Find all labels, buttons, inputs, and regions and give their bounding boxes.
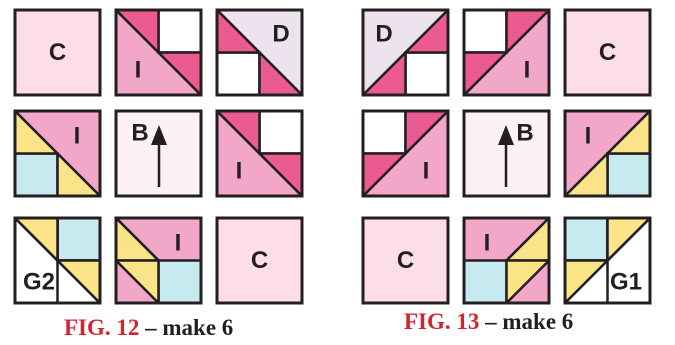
block-outline bbox=[215, 216, 304, 305]
block-outline bbox=[462, 109, 551, 198]
block-outline bbox=[563, 109, 652, 198]
block-label: I bbox=[423, 158, 430, 185]
quilt-block-d_block: D bbox=[361, 8, 450, 97]
quilt-block-i_yellow: I bbox=[563, 109, 652, 198]
block-label: G2 bbox=[23, 269, 55, 296]
light-blue-square bbox=[563, 216, 609, 262]
white-square bbox=[258, 109, 304, 155]
quilt-block-arrow: B bbox=[114, 109, 203, 198]
quilt-block-solid: C bbox=[563, 8, 652, 97]
quilt-block-d_block: D bbox=[215, 8, 304, 97]
white-square bbox=[404, 51, 450, 97]
light-blue-square bbox=[606, 152, 652, 198]
fig12-block-grid: C I D I B I G2 I C bbox=[13, 8, 304, 305]
quilt-block-i_yellow_b: I bbox=[114, 216, 203, 305]
fig-13-caption: FIG. 13 – make 6 bbox=[404, 309, 573, 335]
white-square bbox=[215, 51, 261, 97]
fig-13-instruction: – make 6 bbox=[479, 309, 574, 334]
block-outline bbox=[13, 109, 102, 198]
fig-12-caption: FIG. 12 – make 6 bbox=[64, 315, 233, 341]
block-outline bbox=[114, 109, 203, 198]
fig-13-number: FIG. 13 bbox=[404, 309, 480, 334]
block-label: I bbox=[585, 123, 592, 150]
block-label: I bbox=[74, 123, 81, 150]
arrow-up-icon bbox=[151, 125, 167, 145]
block-label: C bbox=[397, 247, 414, 274]
block-label: I bbox=[135, 57, 142, 84]
fig13-block-grid: D I C I B I C I G1 bbox=[361, 8, 652, 305]
quilt-block-i_yellow: I bbox=[13, 109, 102, 198]
block-outline bbox=[361, 8, 450, 97]
block-label: D bbox=[375, 21, 392, 48]
block-outline bbox=[114, 8, 203, 97]
solid-square bbox=[563, 8, 652, 97]
block-outline bbox=[361, 109, 450, 198]
fig-12-number: FIG. 12 bbox=[64, 315, 140, 340]
quilt-block-solid: C bbox=[13, 8, 102, 97]
block-label: I bbox=[484, 230, 491, 257]
block-label: G1 bbox=[610, 269, 642, 296]
yellow-triangle bbox=[114, 259, 160, 305]
block-label: I bbox=[524, 57, 531, 84]
fig-12-instruction: – make 6 bbox=[139, 315, 234, 340]
quilt-block-solid: C bbox=[361, 216, 450, 305]
quilt-block-arrow: B bbox=[462, 109, 551, 198]
block-label: C bbox=[251, 247, 268, 274]
light-blue-square bbox=[56, 216, 102, 262]
light-blue-square bbox=[13, 152, 59, 198]
block-outline bbox=[563, 216, 652, 305]
block-label: B bbox=[131, 120, 148, 147]
block-outline bbox=[563, 8, 652, 97]
block-outline bbox=[215, 109, 304, 198]
arrow-up-icon bbox=[498, 125, 514, 145]
light-blue-square bbox=[157, 259, 203, 305]
block-label: C bbox=[49, 39, 66, 66]
quilt-block-i_pink: I bbox=[114, 8, 203, 97]
quilt-block-i_pink: I bbox=[462, 8, 551, 97]
quilt-block-solid: C bbox=[215, 216, 304, 305]
light-blue-square bbox=[462, 259, 508, 305]
block-outline bbox=[215, 8, 304, 97]
quilt-block-i_pink: I bbox=[215, 109, 304, 198]
quilt-block-g_block: G2 bbox=[13, 216, 102, 305]
block-outline bbox=[114, 216, 203, 305]
block-outline bbox=[462, 216, 551, 305]
white-square bbox=[361, 109, 407, 155]
block-label: I bbox=[236, 158, 243, 185]
white-square bbox=[462, 8, 508, 54]
block-label: C bbox=[599, 39, 616, 66]
block-outline bbox=[13, 216, 102, 305]
white-square bbox=[157, 8, 203, 54]
block-label: I bbox=[175, 230, 182, 257]
block-outline bbox=[361, 216, 450, 305]
block-label: D bbox=[272, 21, 289, 48]
yellow-triangle bbox=[505, 259, 551, 305]
block-label: B bbox=[516, 120, 533, 147]
block-outline bbox=[13, 8, 102, 97]
quilt-block-i_pink: I bbox=[361, 109, 450, 198]
quilt-block-g_block: G1 bbox=[563, 216, 652, 305]
quilt-block-i_yellow_b: I bbox=[462, 216, 551, 305]
block-outline bbox=[462, 8, 551, 97]
